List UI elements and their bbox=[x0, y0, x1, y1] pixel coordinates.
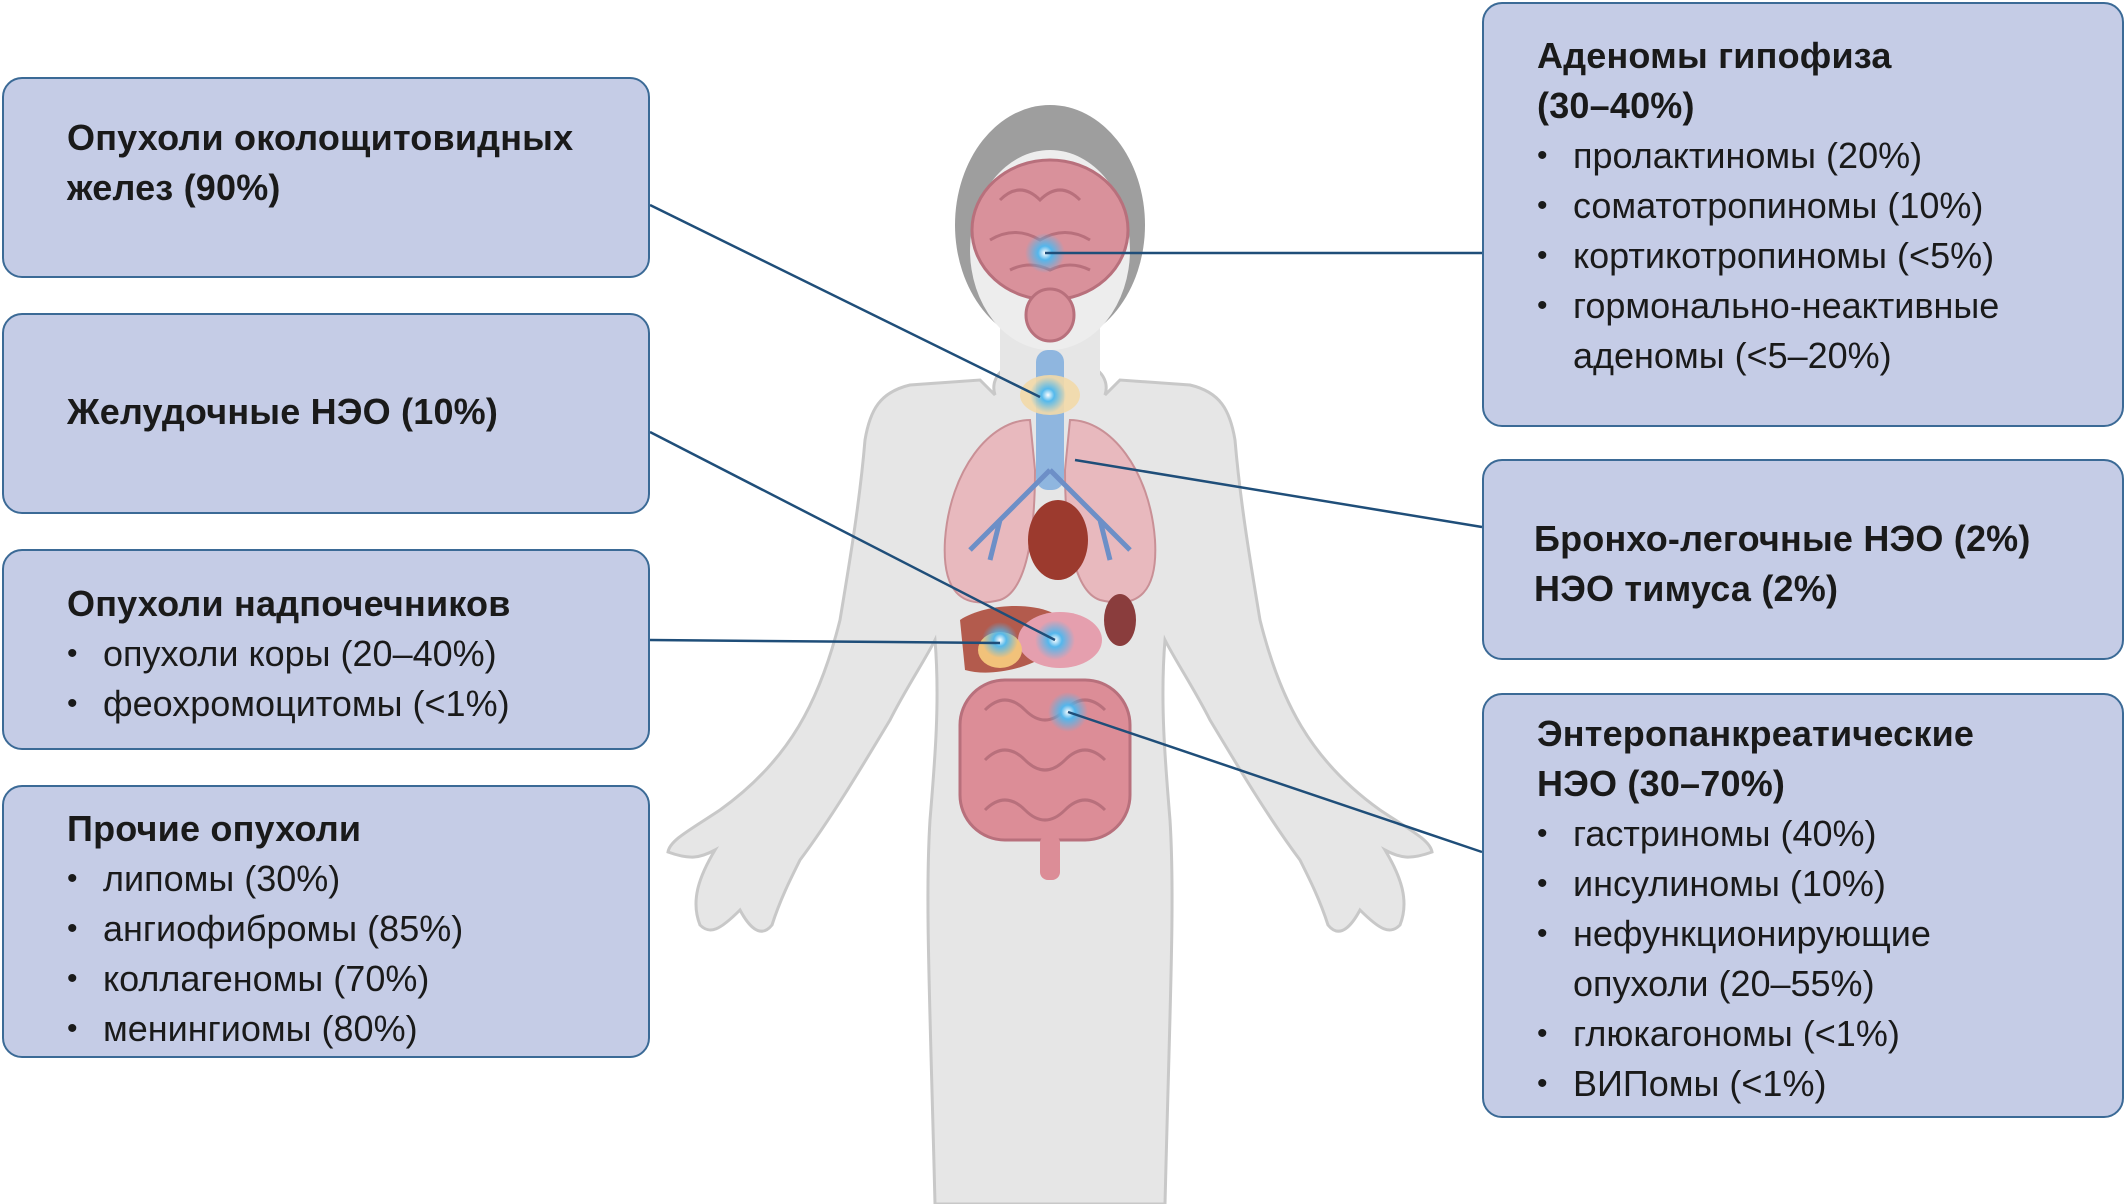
connector-enteropancreatic bbox=[1067, 710, 1483, 854]
pituitary-item: соматотропиномы (10%) bbox=[1537, 181, 2082, 231]
enteropancreatic-item: ВИПомы (<1%) bbox=[1537, 1059, 2082, 1109]
other-item: коллагеномы (70%) bbox=[67, 954, 608, 1004]
other-list: липомы (30%) ангиофибромы (85%) коллаген… bbox=[67, 854, 608, 1054]
trachea bbox=[1036, 350, 1064, 490]
connector-parathyroid bbox=[649, 203, 1041, 399]
other-item: липомы (30%) bbox=[67, 854, 608, 904]
enteropancreatic-item: нефункционирующие опухоли (20–55%) bbox=[1537, 909, 1993, 1009]
parathyroid-title: Опухоли околощитовидных желез (90%) bbox=[67, 117, 574, 208]
bronchi bbox=[968, 468, 1132, 561]
enteropancreatic-list: гастриномы (40%) инсулиномы (10%) нефунк… bbox=[1537, 809, 2082, 1109]
adrenal-title: Опухоли надпочечников bbox=[67, 583, 511, 624]
bronchial-title-line1: Бронхо-легочные НЭО (2%) bbox=[1534, 518, 2031, 559]
adrenal-item: опухоли коры (20–40%) bbox=[67, 629, 608, 679]
adrenal-item: феохромоцитомы (<1%) bbox=[67, 679, 608, 729]
parathyroid-box: Опухоли околощитовидных желез (90%) bbox=[2, 77, 650, 278]
other-box: Прочие опухоли липомы (30%) ангиофибромы… bbox=[2, 785, 650, 1058]
kidney bbox=[1104, 594, 1136, 646]
enteropancreatic-box: Энтеропанкреатические НЭО (30–70%) гастр… bbox=[1482, 693, 2124, 1118]
connector-adrenal bbox=[649, 638, 1001, 645]
connector-bronchial bbox=[1074, 458, 1483, 529]
other-title: Прочие опухоли bbox=[67, 808, 362, 849]
pituitary-list: пролактиномы (20%) соматотропиномы (10%)… bbox=[1537, 131, 2082, 381]
small-intestine-loops bbox=[983, 698, 1107, 822]
enteropancreatic-item: гастриномы (40%) bbox=[1537, 809, 2082, 859]
adrenal-highlight bbox=[982, 622, 1018, 658]
pituitary-title: Аденомы гипофиза (30–40%) bbox=[1537, 35, 1892, 126]
bronchial-box: Бронхо-легочные НЭО (2%) НЭО тимуса (2%) bbox=[1482, 459, 2124, 660]
gastric-box: Желудочные НЭО (10%) bbox=[2, 313, 650, 514]
pituitary-box: Аденомы гипофиза (30–40%) пролактиномы (… bbox=[1482, 2, 2124, 427]
pituitary-item: гормонально-неактивные аденомы (<5–20%) bbox=[1537, 281, 2053, 381]
other-item: менингиомы (80%) bbox=[67, 1004, 608, 1054]
other-item: ангиофибромы (85%) bbox=[67, 904, 608, 954]
enteropancreatic-title: Энтеропанкреатические НЭО (30–70%) bbox=[1537, 713, 1975, 804]
heart bbox=[1028, 500, 1088, 580]
connector-gastric bbox=[649, 430, 1056, 642]
bronchial-title-line2: НЭО тимуса (2%) bbox=[1534, 568, 1839, 609]
gastric-title: Желудочные НЭО (10%) bbox=[67, 391, 499, 432]
adrenal-box: Опухоли надпочечников опухоли коры (20–4… bbox=[2, 549, 650, 750]
pituitary-item: кортикотропиномы (<5%) bbox=[1537, 231, 2082, 281]
pituitary-item: пролактиномы (20%) bbox=[1537, 131, 2082, 181]
parathyroid-highlight bbox=[1030, 377, 1066, 413]
rectum bbox=[1040, 835, 1060, 880]
adrenal-list: опухоли коры (20–40%) феохромоцитомы (<1… bbox=[67, 629, 608, 729]
enteropancreatic-item: инсулиномы (10%) bbox=[1537, 859, 2082, 909]
enteropancreatic-item: глюкагономы (<1%) bbox=[1537, 1009, 2082, 1059]
